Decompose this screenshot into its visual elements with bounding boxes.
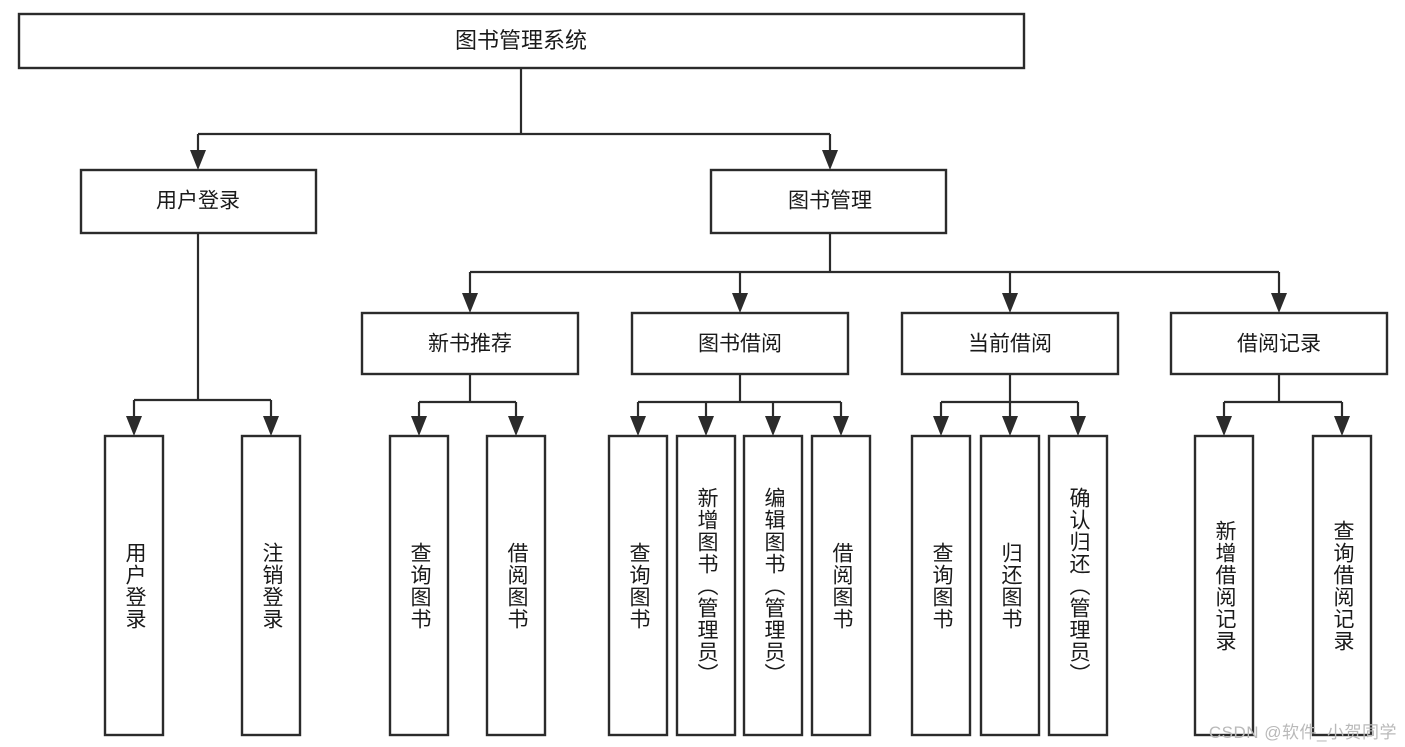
leaf-borrow-record-1[interactable]: [1311, 434, 1373, 737]
node-book-borrow[interactable]: [630, 311, 850, 376]
node-new-book-recommend[interactable]: [360, 311, 580, 376]
csdn-watermark: CSDN @软件_小贺同学: [1208, 723, 1397, 742]
leaf-user-login-1[interactable]: [240, 434, 302, 737]
leaf-current-borrow-0[interactable]: [910, 434, 972, 737]
node-borrow-record-label: 借阅记录: [1237, 333, 1321, 356]
connector-userlogin-to-leaves: [126, 233, 279, 436]
leaf-user-login-0[interactable]: [103, 434, 165, 737]
node-book-management-label: 图书管理: [788, 190, 872, 213]
node-new-book-recommend-label: 新书推荐: [428, 333, 512, 356]
node-book-borrow-label: 图书借阅: [698, 333, 782, 356]
leaf-new-book-0[interactable]: [388, 434, 450, 737]
node-root[interactable]: [17, 12, 1026, 70]
node-user-login[interactable]: [79, 168, 318, 235]
connector-bookmgmt-to-level3: [462, 233, 1287, 313]
connector-bookborrow-to-leaves: [630, 374, 849, 436]
connector-currentborrow-to-leaves: [933, 374, 1086, 436]
leaf-book-borrow-2[interactable]: [742, 434, 804, 737]
node-user-login-label: 用户登录: [156, 190, 240, 213]
node-current-borrow[interactable]: [900, 311, 1120, 376]
leaf-book-borrow-3[interactable]: [810, 434, 872, 737]
leaf-borrow-record-0[interactable]: [1193, 434, 1255, 737]
node-root-label: 图书管理系统: [455, 28, 587, 53]
leaf-book-borrow-1[interactable]: [675, 434, 737, 737]
connector-newbook-to-leaves: [411, 374, 524, 436]
node-book-management[interactable]: [709, 168, 948, 235]
connector-root-to-level2: [190, 68, 838, 170]
node-current-borrow-label: 当前借阅: [968, 333, 1052, 356]
leaf-new-book-1[interactable]: [485, 434, 547, 737]
leaf-book-borrow-0[interactable]: [607, 434, 669, 737]
leaf-current-borrow-2[interactable]: [1047, 434, 1109, 737]
leaf-current-borrow-1[interactable]: [979, 434, 1041, 737]
connector-borrowrecord-to-leaves: [1216, 374, 1350, 436]
node-borrow-record[interactable]: [1169, 311, 1389, 376]
